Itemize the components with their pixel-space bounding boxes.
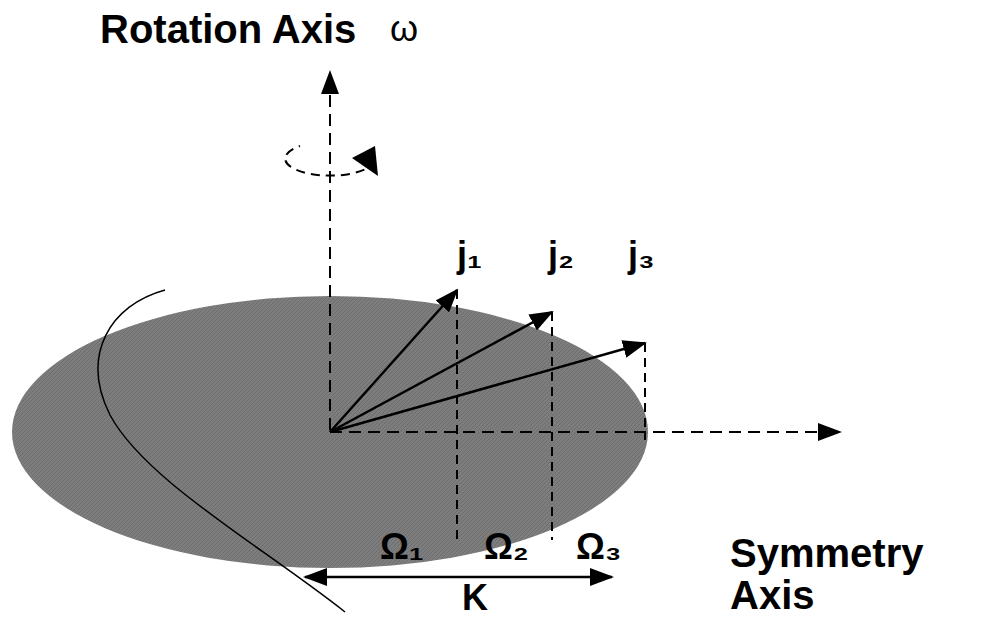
deformed-nucleus [12, 296, 648, 568]
rotation-arrowhead [352, 146, 378, 176]
axis-title: Symmetry Axis [730, 532, 960, 616]
angular-velocity-symbol: ω [390, 10, 418, 48]
angular-momentum-vectors [330, 290, 645, 432]
rotation-axis [329, 72, 331, 430]
projection-label: Ω₃ [576, 528, 622, 566]
projection-lines [457, 290, 645, 540]
quantum-number-label: K [462, 579, 488, 617]
vector-label: j₃ [628, 236, 655, 274]
rotation-curve [98, 290, 345, 612]
vector-label: j₁ [457, 236, 482, 274]
k-projection-arrow [305, 576, 612, 579]
symmetry-axis [330, 431, 840, 433]
axis-title: Rotation Axis [100, 8, 356, 50]
projection-label: Ω₂ [484, 528, 529, 566]
projection-label: Ω₁ [380, 528, 424, 566]
vector-label: j₂ [548, 236, 574, 274]
